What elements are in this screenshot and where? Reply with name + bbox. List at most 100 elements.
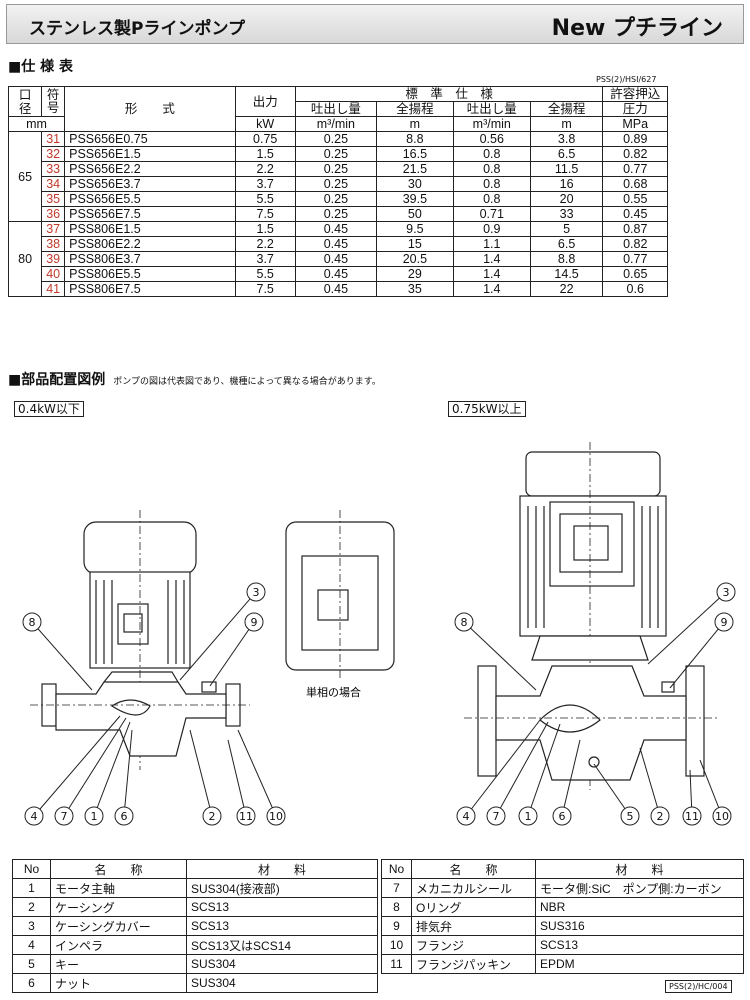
part-material: SUS304 — [186, 973, 378, 993]
left-pump-drawing — [30, 510, 250, 770]
head1-cell: 35 — [375, 281, 454, 297]
callout-label: 10 — [715, 810, 729, 823]
part-material: EPDM — [535, 954, 744, 974]
callout-label: 9 — [721, 616, 728, 629]
header-product-name: New プチライン — [551, 16, 723, 41]
parts-col-material: 材 料 — [186, 859, 378, 879]
callout-bubble — [650, 806, 670, 826]
bore-cell: 65 — [7, 131, 43, 222]
col-symbol: 符号 — [41, 86, 66, 117]
flow1-cell: 0.25 — [294, 146, 377, 162]
part-material: SCS13 — [186, 897, 378, 917]
callout-bubble — [716, 582, 736, 602]
pressure-cell: 0.82 — [602, 236, 668, 252]
callout-label: 1 — [525, 810, 532, 823]
callout-bubble — [24, 806, 44, 826]
unit-flow-1: m³/min — [294, 116, 377, 132]
flow2-cell: 1.1 — [452, 236, 531, 252]
callout-label: 3 — [723, 586, 730, 599]
head2-cell: 8.8 — [529, 251, 604, 267]
callout-bubble — [22, 612, 42, 632]
callout-bubble — [620, 806, 640, 826]
callout-bubble — [682, 806, 702, 826]
col-pressure: 圧力 — [602, 101, 668, 117]
callout-bubble — [456, 806, 476, 826]
part-material: SUS304(接液部) — [186, 878, 378, 898]
flow1-cell: 0.45 — [294, 236, 377, 252]
flow1-cell: 0.45 — [294, 281, 377, 297]
col-bore: 口径 — [7, 86, 43, 117]
flow1-cell: 0.25 — [294, 131, 377, 147]
callout-label: 11 — [685, 810, 699, 823]
parts-col-no: No — [12, 859, 51, 879]
part-no: 10 — [381, 935, 412, 955]
col-allow: 許容押込 — [602, 86, 668, 102]
part-material: モータ側:SiC ポンプ側:カーボン — [535, 878, 744, 898]
flow1-cell: 0.45 — [294, 266, 377, 282]
layout-note: ポンプの図は代表図であり、機種によって異なる場合があります。 — [113, 377, 381, 387]
callout-label: 11 — [239, 810, 253, 823]
part-material: SCS13又はSCS14 — [186, 935, 378, 955]
model-cell: PSS806E1.5 — [64, 221, 236, 237]
parts-col-name: 名 称 — [50, 859, 187, 879]
part-no: 7 — [381, 878, 412, 898]
model-cell: PSS806E3.7 — [64, 251, 236, 267]
symbol-cell: 37 — [41, 221, 66, 237]
parts2-col-name: 名 称 — [411, 859, 536, 879]
unit-mpa: MPa — [602, 116, 668, 132]
callout-bubble — [552, 806, 572, 826]
symbol-cell: 41 — [41, 281, 66, 297]
callout-bubble — [714, 612, 734, 632]
label-0-75kw: 0.75kW以上 — [448, 401, 526, 417]
single-phase-label: 単相の場合 — [306, 685, 361, 699]
callout-label: 7 — [493, 810, 500, 823]
label-0-4kw: 0.4kW以下 — [14, 401, 84, 417]
single-phase-drawing — [285, 510, 395, 680]
callout-bubble — [114, 806, 134, 826]
right-pump-drawing — [464, 442, 720, 790]
unit-m-2: m — [529, 116, 604, 132]
callout-bubble — [84, 806, 104, 826]
symbol-cell: 34 — [41, 176, 66, 192]
callout-label: 1 — [91, 810, 98, 823]
part-material: SUS316 — [535, 916, 744, 936]
pressure-cell: 0.6 — [602, 281, 668, 297]
callout-bubble — [244, 612, 264, 632]
callout-bubble — [202, 806, 222, 826]
layout-title: ■部品配置図例ポンプの図は代表図であり、機種によって異なる場合があります。 — [8, 369, 381, 389]
col-output: 出力 — [234, 86, 296, 117]
callout-label: 2 — [657, 810, 664, 823]
parts-code: PSS(2)/HC/004 — [665, 980, 732, 993]
part-no: 1 — [12, 878, 51, 898]
bore-cell: 80 — [7, 221, 43, 297]
callout-label: 8 — [29, 616, 36, 629]
callout-bubble — [236, 806, 256, 826]
part-no: 11 — [381, 954, 412, 974]
spec-table: 口径 符号 形 式 出力 標 準 仕 様 許容押込 吐出し量 全揚程 吐出し量 … — [7, 86, 668, 297]
part-material: SCS13 — [535, 935, 744, 955]
callout-label: 8 — [461, 616, 468, 629]
col-flow-1: 吐出し量 — [294, 101, 377, 117]
head2-cell: 22 — [529, 281, 604, 297]
model-cell: PSS806E7.5 — [64, 281, 236, 297]
pressure-cell: 0.89 — [602, 131, 668, 147]
flow2-cell: 1.4 — [452, 251, 531, 267]
part-name: Oリング — [411, 897, 536, 917]
flow1-cell: 0.45 — [294, 221, 377, 237]
callout-bubble — [518, 806, 538, 826]
callout-label: 9 — [251, 616, 258, 629]
callout-label: 2 — [209, 810, 216, 823]
part-material: SCS13 — [186, 916, 378, 936]
callout-label: 6 — [121, 810, 128, 823]
unit-mm: mm — [7, 116, 66, 132]
callout-bubble — [454, 612, 474, 632]
header-title: ステンレス製Pラインポンプ — [29, 19, 245, 39]
